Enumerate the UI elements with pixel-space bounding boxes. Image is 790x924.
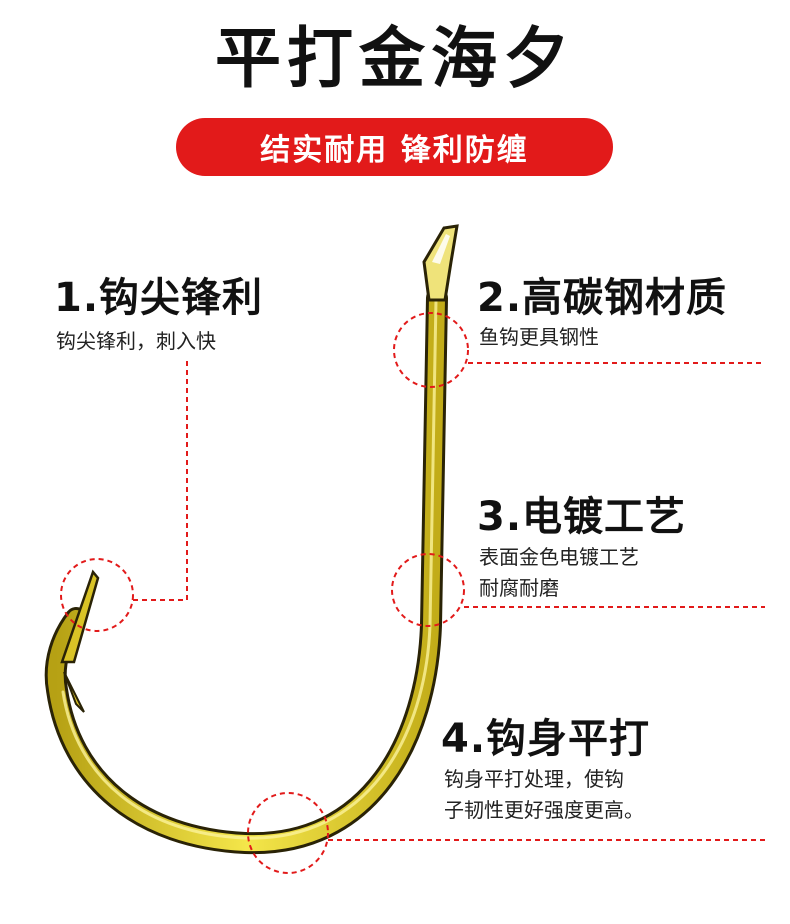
feature-2-desc: 鱼钩更具钢性	[479, 322, 599, 353]
feature-1-desc: 钩尖锋利，刺入快	[56, 326, 216, 357]
callout-circle-1	[60, 558, 134, 632]
feature-banner: 结实耐用 锋利防缠	[176, 118, 613, 176]
feature-1-title: 1.钩尖锋利	[54, 275, 264, 321]
feature-3-desc-line-2: 耐腐耐磨	[479, 576, 559, 600]
feature-3-desc: 表面金色电镀工艺 耐腐耐磨	[479, 542, 639, 604]
callout-circle-2	[393, 312, 469, 388]
feature-4-title: 4.钩身平打	[441, 716, 651, 762]
callout-circle-3	[391, 553, 465, 627]
callout-line-1	[133, 357, 188, 601]
product-title: 平打金海夕	[215, 20, 575, 97]
hook-shank	[47, 290, 445, 852]
feature-banner-text: 结实耐用 锋利防缠	[260, 133, 529, 168]
feature-2-desc-line-1: 鱼钩更具钢性	[479, 325, 599, 349]
hook-shank-highlight	[61, 298, 438, 840]
hook-point	[60, 569, 100, 664]
hook-shank-edge	[44, 287, 448, 855]
feature-4-desc-line-1: 钩身平打处理，使钩	[444, 767, 624, 791]
feature-3-title: 3.电镀工艺	[477, 494, 687, 540]
feature-3-desc-line-1: 表面金色电镀工艺	[479, 545, 639, 569]
hook-flat-top	[422, 224, 459, 302]
feature-1-desc-line-1: 钩尖锋利，刺入快	[56, 329, 216, 353]
hook-barb	[63, 671, 85, 713]
hook-flat-top-shine	[432, 234, 450, 264]
feature-4-desc: 钩身平打处理，使钩 子韧性更好强度更高。	[444, 764, 644, 826]
feature-4-desc-line-2: 子韧性更好强度更高。	[444, 798, 644, 822]
callout-circle-4	[247, 792, 329, 874]
feature-2-title: 2.高碳钢材质	[477, 275, 728, 321]
